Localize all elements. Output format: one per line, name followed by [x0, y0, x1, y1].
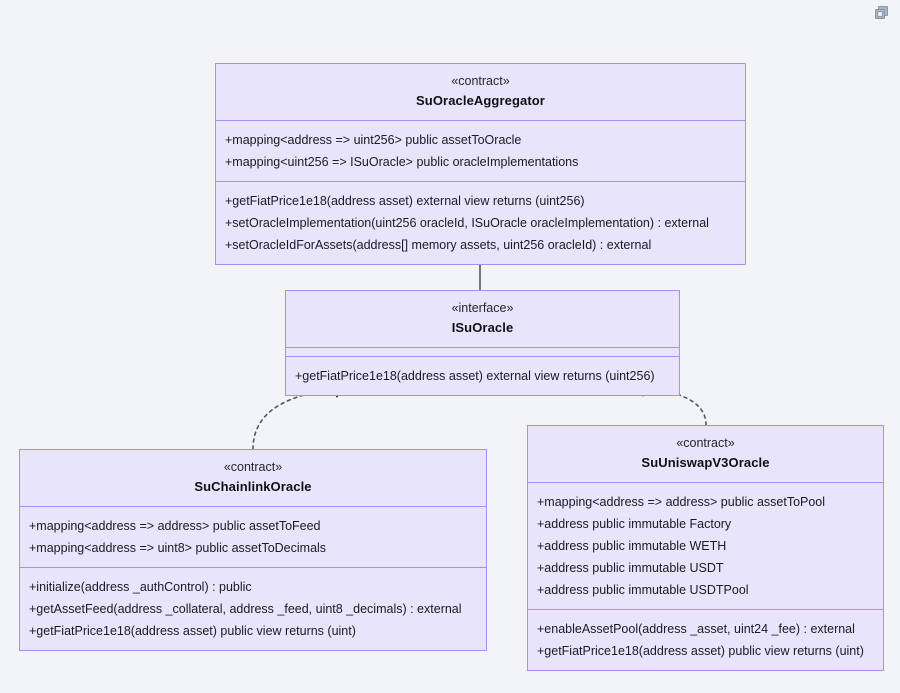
attribute-row: +mapping<uint256 => ISuOracle> public or…	[225, 155, 579, 169]
method-row: +setOracleImplementation(uint256 oracleI…	[225, 216, 709, 230]
node-attributes-section	[286, 348, 679, 357]
node-header: «interface» ISuOracle	[286, 291, 679, 348]
method-row: +setOracleIdForAssets(address[] memory a…	[225, 238, 652, 252]
node-methods-section: +enableAssetPool(address _asset, uint24 …	[528, 610, 883, 670]
node-methods-section: +initialize(address _authControl) : publ…	[20, 568, 486, 650]
method-row: +getFiatPrice1e18(address asset) externa…	[295, 369, 655, 383]
uml-interface-isu-oracle[interactable]: «interface» ISuOracle +getFiatPrice1e18(…	[285, 290, 680, 396]
node-attributes-section: +mapping<address => address> public asse…	[528, 483, 883, 610]
uml-class-su-uniswap-v3-oracle[interactable]: «contract» SuUniswapV3Oracle +mapping<ad…	[527, 425, 884, 671]
node-name: SuChainlinkOracle	[194, 479, 312, 494]
attribute-row: +address public immutable Factory	[537, 517, 732, 531]
node-stereotype: «interface»	[451, 301, 514, 315]
node-methods-section: +getFiatPrice1e18(address asset) externa…	[286, 357, 679, 395]
node-stereotype: «contract»	[451, 74, 510, 88]
attribute-row: +mapping<address => uint8> public assetT…	[29, 541, 327, 555]
copy-button[interactable]: Copy	[871, 3, 893, 23]
attribute-row: +mapping<address => address> public asse…	[537, 495, 826, 509]
method-row: +getFiatPrice1e18(address asset) externa…	[225, 194, 585, 208]
node-stereotype: «contract»	[223, 460, 283, 474]
method-row: +initialize(address _authControl) : publ…	[29, 580, 252, 594]
attribute-row: +address public immutable WETH	[537, 539, 727, 553]
method-row: +getAssetFeed(address _collateral, addre…	[29, 602, 462, 616]
node-name: SuOracleAggregator	[416, 93, 545, 108]
attribute-row: +mapping<address => uint256> public asse…	[225, 133, 522, 147]
method-row: +getFiatPrice1e18(address asset) public …	[537, 644, 864, 658]
node-attributes-section: +mapping<address => address> public asse…	[20, 507, 486, 568]
attribute-row: +address public immutable USDTPool	[537, 583, 749, 597]
uml-class-su-chainlink-oracle[interactable]: «contract» SuChainlinkOracle +mapping<ad…	[19, 449, 487, 651]
uml-class-su-oracle-aggregator[interactable]: «contract» SuOracleAggregator +mapping<a…	[215, 63, 746, 265]
method-row: +enableAssetPool(address _asset, uint24 …	[537, 622, 855, 636]
method-row: +getFiatPrice1e18(address asset) public …	[29, 624, 356, 638]
node-methods-section: +getFiatPrice1e18(address asset) externa…	[216, 182, 745, 264]
node-stereotype: «contract»	[676, 436, 735, 450]
attribute-row: +mapping<address => address> public asse…	[29, 519, 321, 533]
node-name: ISuOracle	[451, 320, 514, 335]
attribute-row: +address public immutable USDT	[537, 561, 724, 575]
copy-icon	[875, 6, 888, 19]
node-attributes-section: +mapping<address => uint256> public asse…	[216, 121, 745, 182]
node-header: «contract» SuChainlinkOracle	[20, 450, 486, 507]
node-header: «contract» SuUniswapV3Oracle	[528, 426, 883, 483]
node-header: «contract» SuOracleAggregator	[216, 64, 745, 121]
realization-line	[252, 388, 338, 450]
node-name: SuUniswapV3Oracle	[641, 455, 770, 470]
